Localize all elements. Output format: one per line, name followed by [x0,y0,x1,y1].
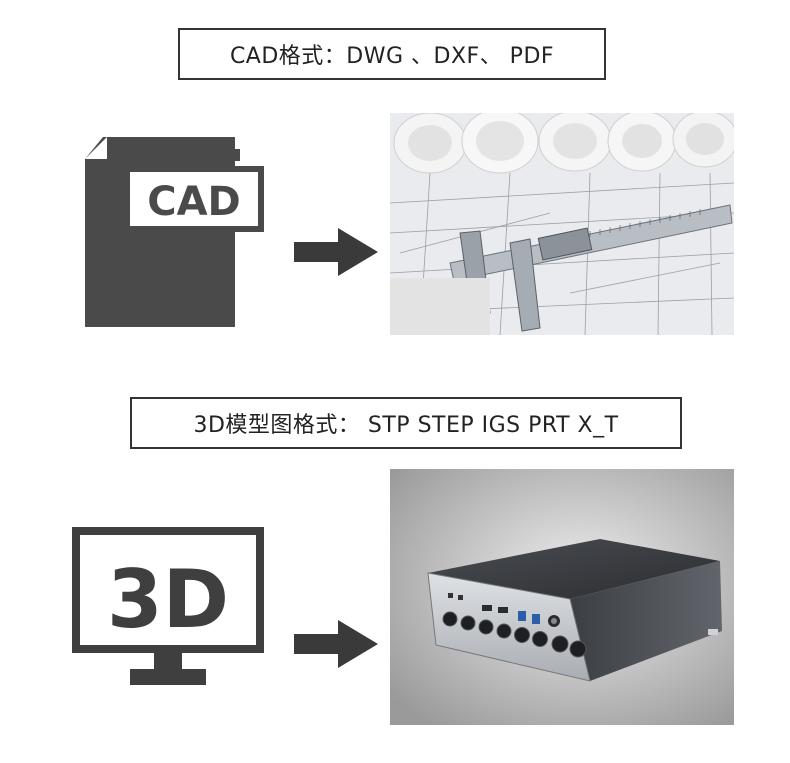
monitor-icon-text: 3D [107,553,229,646]
monitor-3d-icon: 3D [72,527,264,687]
blueprint-caliper-photo [390,113,734,335]
cad-formats-text: CAD格式：DWG 、DXF、 PDF [229,44,555,69]
model-formats-text: 3D模型图格式： STP STEP IGS PRT X_T [193,413,619,438]
cad-icon-text: CAD [147,179,241,225]
model-formats-label: 3D模型图格式： STP STEP IGS PRT X_T [130,397,682,449]
cad-formats-label: CAD格式：DWG 、DXF、 PDF [178,28,606,80]
aluminum-enclosure-photo [390,469,734,725]
arrow-right-icon [294,620,378,668]
arrow-right-icon [294,228,378,276]
cad-file-icon: CAD [85,137,265,332]
